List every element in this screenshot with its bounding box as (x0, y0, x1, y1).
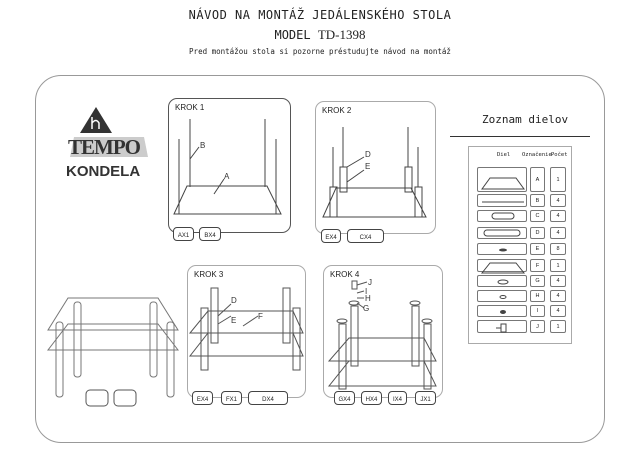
part-mark: C (530, 210, 545, 222)
tempo-kondela-logo: TEMPO KONDELA (64, 105, 154, 190)
part-count: 4 (550, 305, 566, 317)
glass-shelf-icon (478, 261, 528, 274)
ring-icon (478, 291, 528, 303)
step-1-title: KROK 1 (175, 103, 205, 112)
tag-gx4: GX4 (334, 391, 355, 405)
part-count: 1 (550, 259, 566, 272)
step-4-title: KROK 4 (330, 270, 360, 279)
tag-ex4: EX4 (321, 229, 341, 243)
header-count: Počet (551, 152, 568, 158)
step-4-label-i: I (365, 287, 367, 296)
part-row-b-icon-cell (477, 194, 527, 207)
step-2-panel: KROK 2 D E EX4 CX4 (315, 101, 437, 243)
model-label: MODEL (274, 28, 311, 42)
step-3-panel: KROK 3 D E F EX4 FX1 DX4 (187, 265, 307, 405)
step-1-drawing: B A (169, 99, 292, 234)
logo-tempo: TEMPO (68, 135, 141, 159)
part-row-c-icon-cell (477, 210, 527, 222)
header-part: Diel (497, 152, 511, 158)
tag-bx4: BX4 (199, 227, 221, 241)
part-count: 1 (550, 167, 566, 192)
part-mark: H (530, 290, 545, 302)
spare-box-2 (114, 390, 136, 406)
part-mark: D (530, 227, 545, 239)
part-mark: E (530, 243, 545, 255)
part-row-e-icon-cell (477, 243, 527, 255)
spare-box-1 (86, 390, 108, 406)
part-count: 4 (550, 194, 566, 207)
part-count: 1 (550, 320, 566, 333)
step-4-label-h: H (365, 294, 371, 303)
tag-ax1: AX1 (173, 227, 194, 241)
wrench-key-icon (478, 322, 528, 335)
tag-ex4: EX4 (192, 391, 213, 405)
part-row-g-icon-cell (477, 275, 527, 287)
document-title: NÁVOD NA MONTÁŽ JEDÁLENSKÉHO STOLA (188, 8, 452, 22)
logo-kondela: KONDELA (66, 163, 141, 180)
foot-cap-icon (478, 276, 528, 288)
part-mark: B (530, 194, 545, 207)
step-4-label-j: J (368, 278, 372, 287)
part-row-j-icon-cell (477, 320, 527, 333)
part-mark: J (530, 320, 545, 333)
step-3-title: KROK 3 (194, 270, 224, 279)
parts-list-title: Zoznam dielov (482, 113, 569, 126)
long-tube-icon (478, 228, 528, 240)
step-3-label-f: F (258, 312, 263, 321)
part-count: 4 (550, 290, 566, 302)
model-number: TD-1398 (317, 27, 366, 42)
step-1-label-a: A (224, 172, 230, 181)
step-3-label-e: E (231, 316, 236, 325)
short-tube-icon (478, 211, 528, 223)
step-1-label-b: B (200, 141, 205, 150)
step-4-label-g: G (363, 304, 369, 313)
part-row-f-icon-cell (477, 259, 527, 272)
tag-fx1: FX1 (221, 391, 242, 405)
part-mark: A (530, 167, 545, 192)
part-count: 4 (550, 275, 566, 287)
part-count: 8 (550, 243, 566, 255)
tag-jx1: JX1 (415, 391, 436, 405)
model-line: MODEL TD-1398 (0, 27, 640, 43)
step-4-panel: KROK 4 J I H G GX4 HX4 IX4 JX1 (323, 265, 444, 405)
part-count: 4 (550, 210, 566, 222)
part-count: 4 (550, 227, 566, 239)
logo-triangle-icon (70, 107, 148, 157)
part-mark: F (530, 259, 545, 272)
step-1-panel: KROK 1 B A AX1 BX4 (168, 98, 292, 241)
tag-ix4: IX4 (388, 391, 407, 405)
step-4-drawing: J I H G (324, 278, 444, 399)
part-mark: I (530, 305, 545, 317)
part-row-d-icon-cell (477, 227, 527, 239)
part-row-i-icon-cell (477, 305, 527, 317)
instruction-frame (35, 75, 605, 443)
washer-icon (499, 248, 507, 252)
tag-hx4: HX4 (361, 391, 382, 405)
part-row-h-icon-cell (477, 290, 527, 302)
step-2-label-d: D (365, 150, 371, 159)
nut-icon (500, 310, 506, 314)
step-3-label-d: D (231, 296, 237, 305)
header-mark: Označenie (522, 152, 552, 158)
parts-table: Diel Označenie Počet A 1 B 4 C 4 D 4 E 8… (468, 146, 572, 344)
instruction-subtitle: Pred montážou stola si pozorne préstuduj… (189, 47, 451, 56)
step-3-drawing: D E F (188, 266, 307, 399)
rod-icon (478, 196, 528, 209)
step-2-drawing: D E (316, 102, 437, 235)
part-row-a-icon-cell (477, 167, 527, 192)
parts-title-divider (450, 136, 590, 137)
tag-dx4: DX4 (248, 391, 288, 405)
step-2-title: KROK 2 (322, 106, 352, 115)
step-2-label-e: E (365, 162, 370, 171)
glass-top-icon (478, 175, 528, 200)
part-mark: G (530, 275, 545, 287)
tag-cx4: CX4 (347, 229, 384, 243)
assembled-table-drawing (40, 290, 180, 410)
